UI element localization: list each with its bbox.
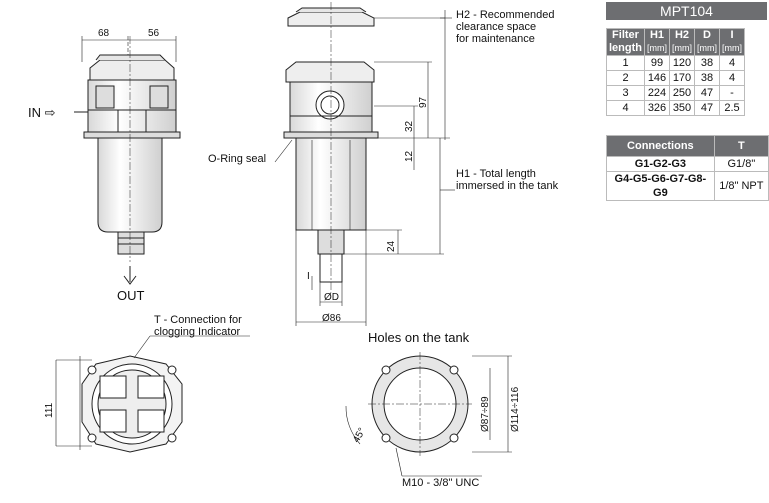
dim-56: 56 (148, 28, 160, 39)
table-row: 1 99 120 38 4 (606, 55, 745, 71)
table-cell: 4 (606, 100, 645, 116)
h2-label-line3: for maintenance (456, 33, 535, 45)
dim-111: 111 (44, 402, 55, 418)
table-cell: 38 (694, 70, 720, 86)
h2-label-line2: clearance space (456, 21, 537, 33)
table-cell: G1-G2-G3 (606, 156, 715, 172)
table-cell: 3 (606, 85, 645, 101)
dim-24: 24 (386, 240, 397, 252)
tank-holes-view (345, 352, 512, 477)
t-label-line1: T - Connection for (154, 314, 242, 326)
table-cell: 38 (694, 55, 720, 71)
table-row: G4-G5-G6-G7-G8-G9 1/8" NPT (606, 171, 769, 201)
dim-89: Ø87÷89 (480, 396, 491, 432)
col-t: T (713, 135, 769, 157)
dim-d: ØD (324, 292, 339, 303)
side-view-filter (74, 36, 181, 285)
oring-label: O-Ring seal (208, 153, 267, 165)
table-cell: - (719, 85, 745, 101)
dim-32: 32 (404, 120, 415, 132)
section-view-filter (274, 2, 455, 326)
table-cell: 326 (644, 100, 670, 116)
dim-86: Ø86 (322, 313, 341, 324)
table-cell: 146 (644, 70, 670, 86)
table-cell: 4 (719, 70, 745, 86)
table-cell: 224 (644, 85, 670, 101)
table-row: 4 326 350 47 2.5 (606, 100, 745, 116)
table-row: 2 146 170 38 4 (606, 70, 745, 86)
table-cell: 350 (669, 100, 695, 116)
table-cell: 120 (669, 55, 695, 71)
col-i: I[mm] (719, 28, 745, 56)
col-h1: H1[mm] (644, 28, 670, 56)
table-cell: 250 (669, 85, 695, 101)
dim-68: 68 (98, 28, 110, 39)
col-h2: H2[mm] (669, 28, 695, 56)
table-cell: G1/8" (713, 156, 769, 172)
connections-table: Connections T G1-G2-G3 G1/8" G4-G5-G6-G7… (606, 135, 769, 201)
col-d: D[mm] (694, 28, 720, 56)
table-cell: G4-G5-G6-G7-G8-G9 (606, 171, 715, 201)
thread-label: M10 - 3/8" UNC (402, 477, 480, 489)
table-cell: 1/8" NPT (713, 171, 769, 201)
table-cell: 2.5 (719, 100, 745, 116)
h2-label-line1: H2 - Recommended (456, 9, 555, 21)
table-row: 3 224 250 47 - (606, 85, 745, 101)
table-cell: 47 (694, 100, 720, 116)
table-cell: 99 (644, 55, 670, 71)
dim-116: Ø114÷116 (510, 386, 521, 432)
holes-title: Holes on the tank (368, 330, 470, 345)
dim-97: 97 (418, 96, 429, 108)
in-label: IN ⇨ (28, 105, 56, 120)
table-cell: 4 (719, 55, 745, 71)
dim-i: I (307, 271, 310, 282)
table-cell: 170 (669, 70, 695, 86)
t-label-line2: clogging Indicator (154, 326, 241, 338)
out-label: OUT (117, 288, 145, 303)
table-cell: 1 (606, 55, 645, 71)
dim-12: 12 (404, 150, 415, 162)
h1-label-line1: H1 - Total length (456, 168, 536, 180)
col-connections: Connections (606, 135, 715, 157)
table-row: G1-G2-G3 G1/8" (606, 156, 769, 172)
top-view-filter (55, 335, 250, 453)
spec-title: MPT104 (606, 2, 767, 20)
table-cell: 2 (606, 70, 645, 86)
h1-label-line2: immersed in the tank (456, 180, 559, 192)
table-cell: 47 (694, 85, 720, 101)
